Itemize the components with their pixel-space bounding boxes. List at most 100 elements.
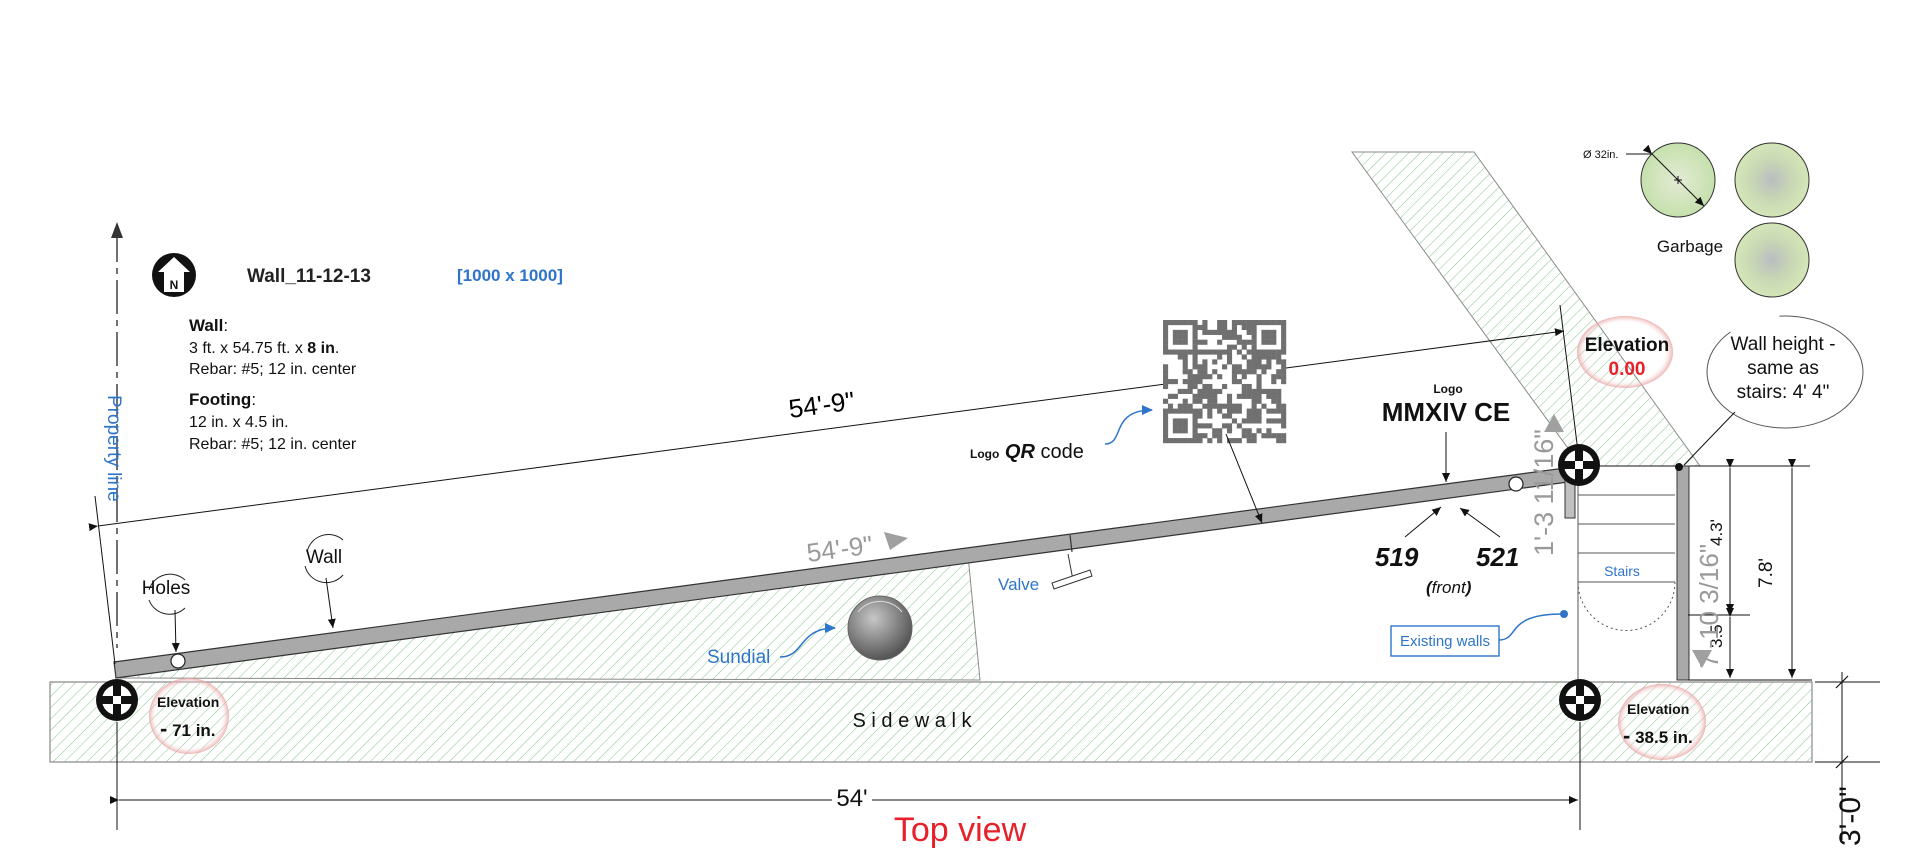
qr-module <box>1236 349 1242 355</box>
qr-module <box>1182 339 1188 345</box>
qr-module <box>1197 423 1203 429</box>
qr-module <box>1231 379 1237 385</box>
qr-module <box>1236 320 1242 326</box>
qr-module <box>1207 398 1213 404</box>
qr-module <box>1226 393 1233 399</box>
qr-module <box>1266 418 1272 424</box>
wall-spec-heading: Wall: <box>189 316 228 335</box>
qr-module <box>1222 349 1228 355</box>
qr-module <box>1266 349 1272 355</box>
qr-module <box>1256 320 1262 326</box>
qr-module <box>1226 344 1233 350</box>
qr-module <box>1207 403 1213 409</box>
qr-module <box>1271 433 1277 439</box>
diameter-label: Ø 32in. <box>1583 149 1618 161</box>
qr-module <box>1167 379 1174 385</box>
qr-module <box>1177 339 1183 345</box>
qr-module <box>1212 428 1218 434</box>
qr-module <box>1241 324 1247 331</box>
qr-module <box>1217 408 1223 414</box>
qr-module <box>1192 329 1198 335</box>
qr-module <box>1163 383 1169 390</box>
qr-module <box>1276 418 1282 424</box>
qr-module <box>1236 334 1242 340</box>
qr-module <box>1197 433 1203 439</box>
qr-module <box>1266 329 1272 335</box>
qr-module <box>1177 334 1183 340</box>
qr-module <box>1256 354 1262 360</box>
qr-module <box>1172 379 1178 385</box>
dim-3-5-label: 3.5' <box>1707 621 1726 648</box>
qr-module <box>1256 428 1262 434</box>
qr-module <box>1251 354 1257 360</box>
qr-module <box>1167 403 1174 409</box>
qr-module <box>1226 359 1233 365</box>
qr-module <box>1202 393 1208 399</box>
hole-left <box>170 653 186 669</box>
qr-module <box>1187 388 1193 394</box>
qr-module <box>1271 320 1277 326</box>
grey-vertical-dimension: 1'-3 11/16" <box>1529 429 1559 556</box>
qr-module <box>1182 428 1188 434</box>
qr-module <box>1236 423 1242 429</box>
qr-module <box>1276 374 1282 380</box>
diag-dimension-line <box>88 328 1565 532</box>
qr-module <box>1266 388 1272 394</box>
qr-module <box>1226 403 1233 409</box>
qr-module <box>1231 344 1237 350</box>
qr-module <box>1192 398 1198 404</box>
qr-module <box>1217 349 1223 355</box>
qr-module <box>1197 324 1203 331</box>
qr-module <box>1256 393 1262 399</box>
qr-module <box>1251 393 1257 399</box>
qr-module <box>1231 369 1237 375</box>
qr-module <box>1177 438 1183 444</box>
qr-module <box>1202 433 1208 439</box>
qr-module <box>1192 364 1198 370</box>
qr-module <box>1172 423 1178 429</box>
qr-module <box>1212 329 1218 335</box>
qr-module <box>1172 339 1178 345</box>
qr-module <box>1212 388 1218 394</box>
qr-module <box>1172 408 1178 414</box>
qr-module <box>1202 388 1208 394</box>
qr-module <box>1182 388 1188 394</box>
qr-module <box>1182 364 1188 370</box>
dim-3-0-label: 3'-0" <box>1834 786 1867 846</box>
qr-module <box>1217 320 1223 326</box>
qr-module <box>1222 403 1228 409</box>
qr-module <box>1172 428 1178 434</box>
qr-module <box>1276 354 1282 360</box>
wall-height-line1: Wall height - <box>1731 334 1836 355</box>
qr-module <box>1246 428 1252 434</box>
qr-module <box>1256 398 1262 404</box>
qr-module <box>1212 403 1218 409</box>
qr-module <box>1281 349 1287 355</box>
elevation-marker-top-right <box>1558 444 1600 486</box>
qr-module <box>1197 408 1203 414</box>
qr-module <box>1192 413 1198 419</box>
qr-module <box>1281 329 1287 335</box>
qr-module <box>1261 349 1267 355</box>
qr-module <box>1217 329 1223 335</box>
diag-ext-right <box>1559 304 1579 453</box>
garbage-bin-2 <box>1734 142 1810 218</box>
wall-spec-dims: 3 ft. x 54.75 ft. x 8 in. <box>189 340 339 357</box>
qr-module <box>1172 438 1178 444</box>
qr-module <box>1187 374 1193 380</box>
qr-module <box>1202 383 1208 390</box>
qr-module <box>1197 388 1203 394</box>
qr-module <box>1192 428 1198 434</box>
qr-module <box>1207 383 1213 390</box>
qr-module <box>1251 359 1257 365</box>
house-number-521: 521 <box>1476 542 1519 572</box>
qr-module <box>1271 398 1277 404</box>
qr-module <box>1241 369 1247 375</box>
qr-module <box>1207 438 1213 444</box>
qr-module <box>1251 334 1257 340</box>
logo-mmxiv-label: MMXIV CE <box>1382 397 1511 427</box>
qr-module <box>1192 359 1198 365</box>
qr-module <box>1217 428 1223 434</box>
qr-module <box>1276 388 1282 394</box>
